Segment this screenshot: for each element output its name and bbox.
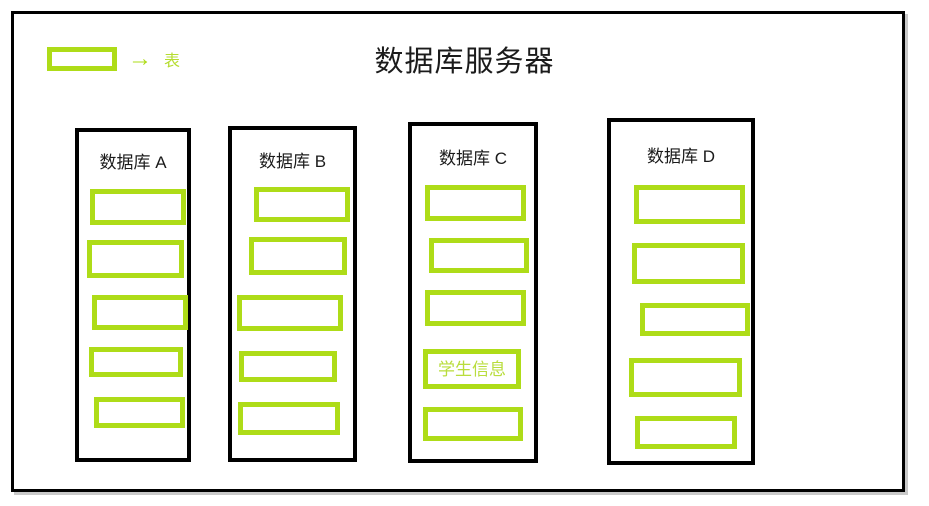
database-column-数据库-b[interactable]: 数据库 B bbox=[228, 126, 357, 462]
table-box[interactable] bbox=[87, 240, 184, 278]
table-box[interactable] bbox=[423, 407, 523, 441]
database-title: 数据库 A bbox=[99, 153, 167, 172]
table-box[interactable] bbox=[89, 347, 183, 377]
table-box[interactable] bbox=[640, 303, 750, 336]
table-box-学生信息[interactable]: 学生信息 bbox=[423, 349, 521, 389]
table-box[interactable] bbox=[237, 295, 343, 331]
table-box[interactable] bbox=[92, 295, 188, 330]
table-box[interactable] bbox=[239, 351, 337, 382]
legend: → 表 bbox=[47, 38, 180, 80]
database-column-数据库-a[interactable]: 数据库 A bbox=[75, 128, 191, 462]
database-title: 数据库 C bbox=[439, 149, 507, 168]
table-box[interactable] bbox=[635, 416, 737, 449]
table-box[interactable] bbox=[425, 185, 526, 221]
legend-table-swatch bbox=[47, 47, 117, 71]
table-box[interactable] bbox=[249, 237, 347, 275]
legend-label: 表 bbox=[164, 53, 181, 70]
table-box[interactable] bbox=[425, 290, 526, 326]
database-title: 数据库 B bbox=[258, 152, 327, 171]
database-column-数据库-c[interactable]: 数据库 C 学生信息 bbox=[408, 122, 538, 463]
database-title: 数据库 D bbox=[647, 147, 715, 166]
table-label: 学生信息 bbox=[438, 359, 506, 379]
table-box[interactable] bbox=[429, 238, 529, 273]
table-box[interactable] bbox=[94, 397, 185, 428]
page-title: 数据库服务器 bbox=[374, 46, 555, 78]
table-box[interactable] bbox=[629, 358, 742, 397]
table-box[interactable] bbox=[254, 187, 350, 222]
table-box[interactable] bbox=[90, 189, 186, 225]
arrow-right-icon: → bbox=[128, 45, 152, 72]
table-box[interactable] bbox=[632, 243, 745, 284]
table-box[interactable] bbox=[238, 402, 340, 435]
database-column-数据库-d[interactable]: 数据库 D bbox=[607, 118, 755, 465]
table-box[interactable] bbox=[634, 185, 745, 224]
